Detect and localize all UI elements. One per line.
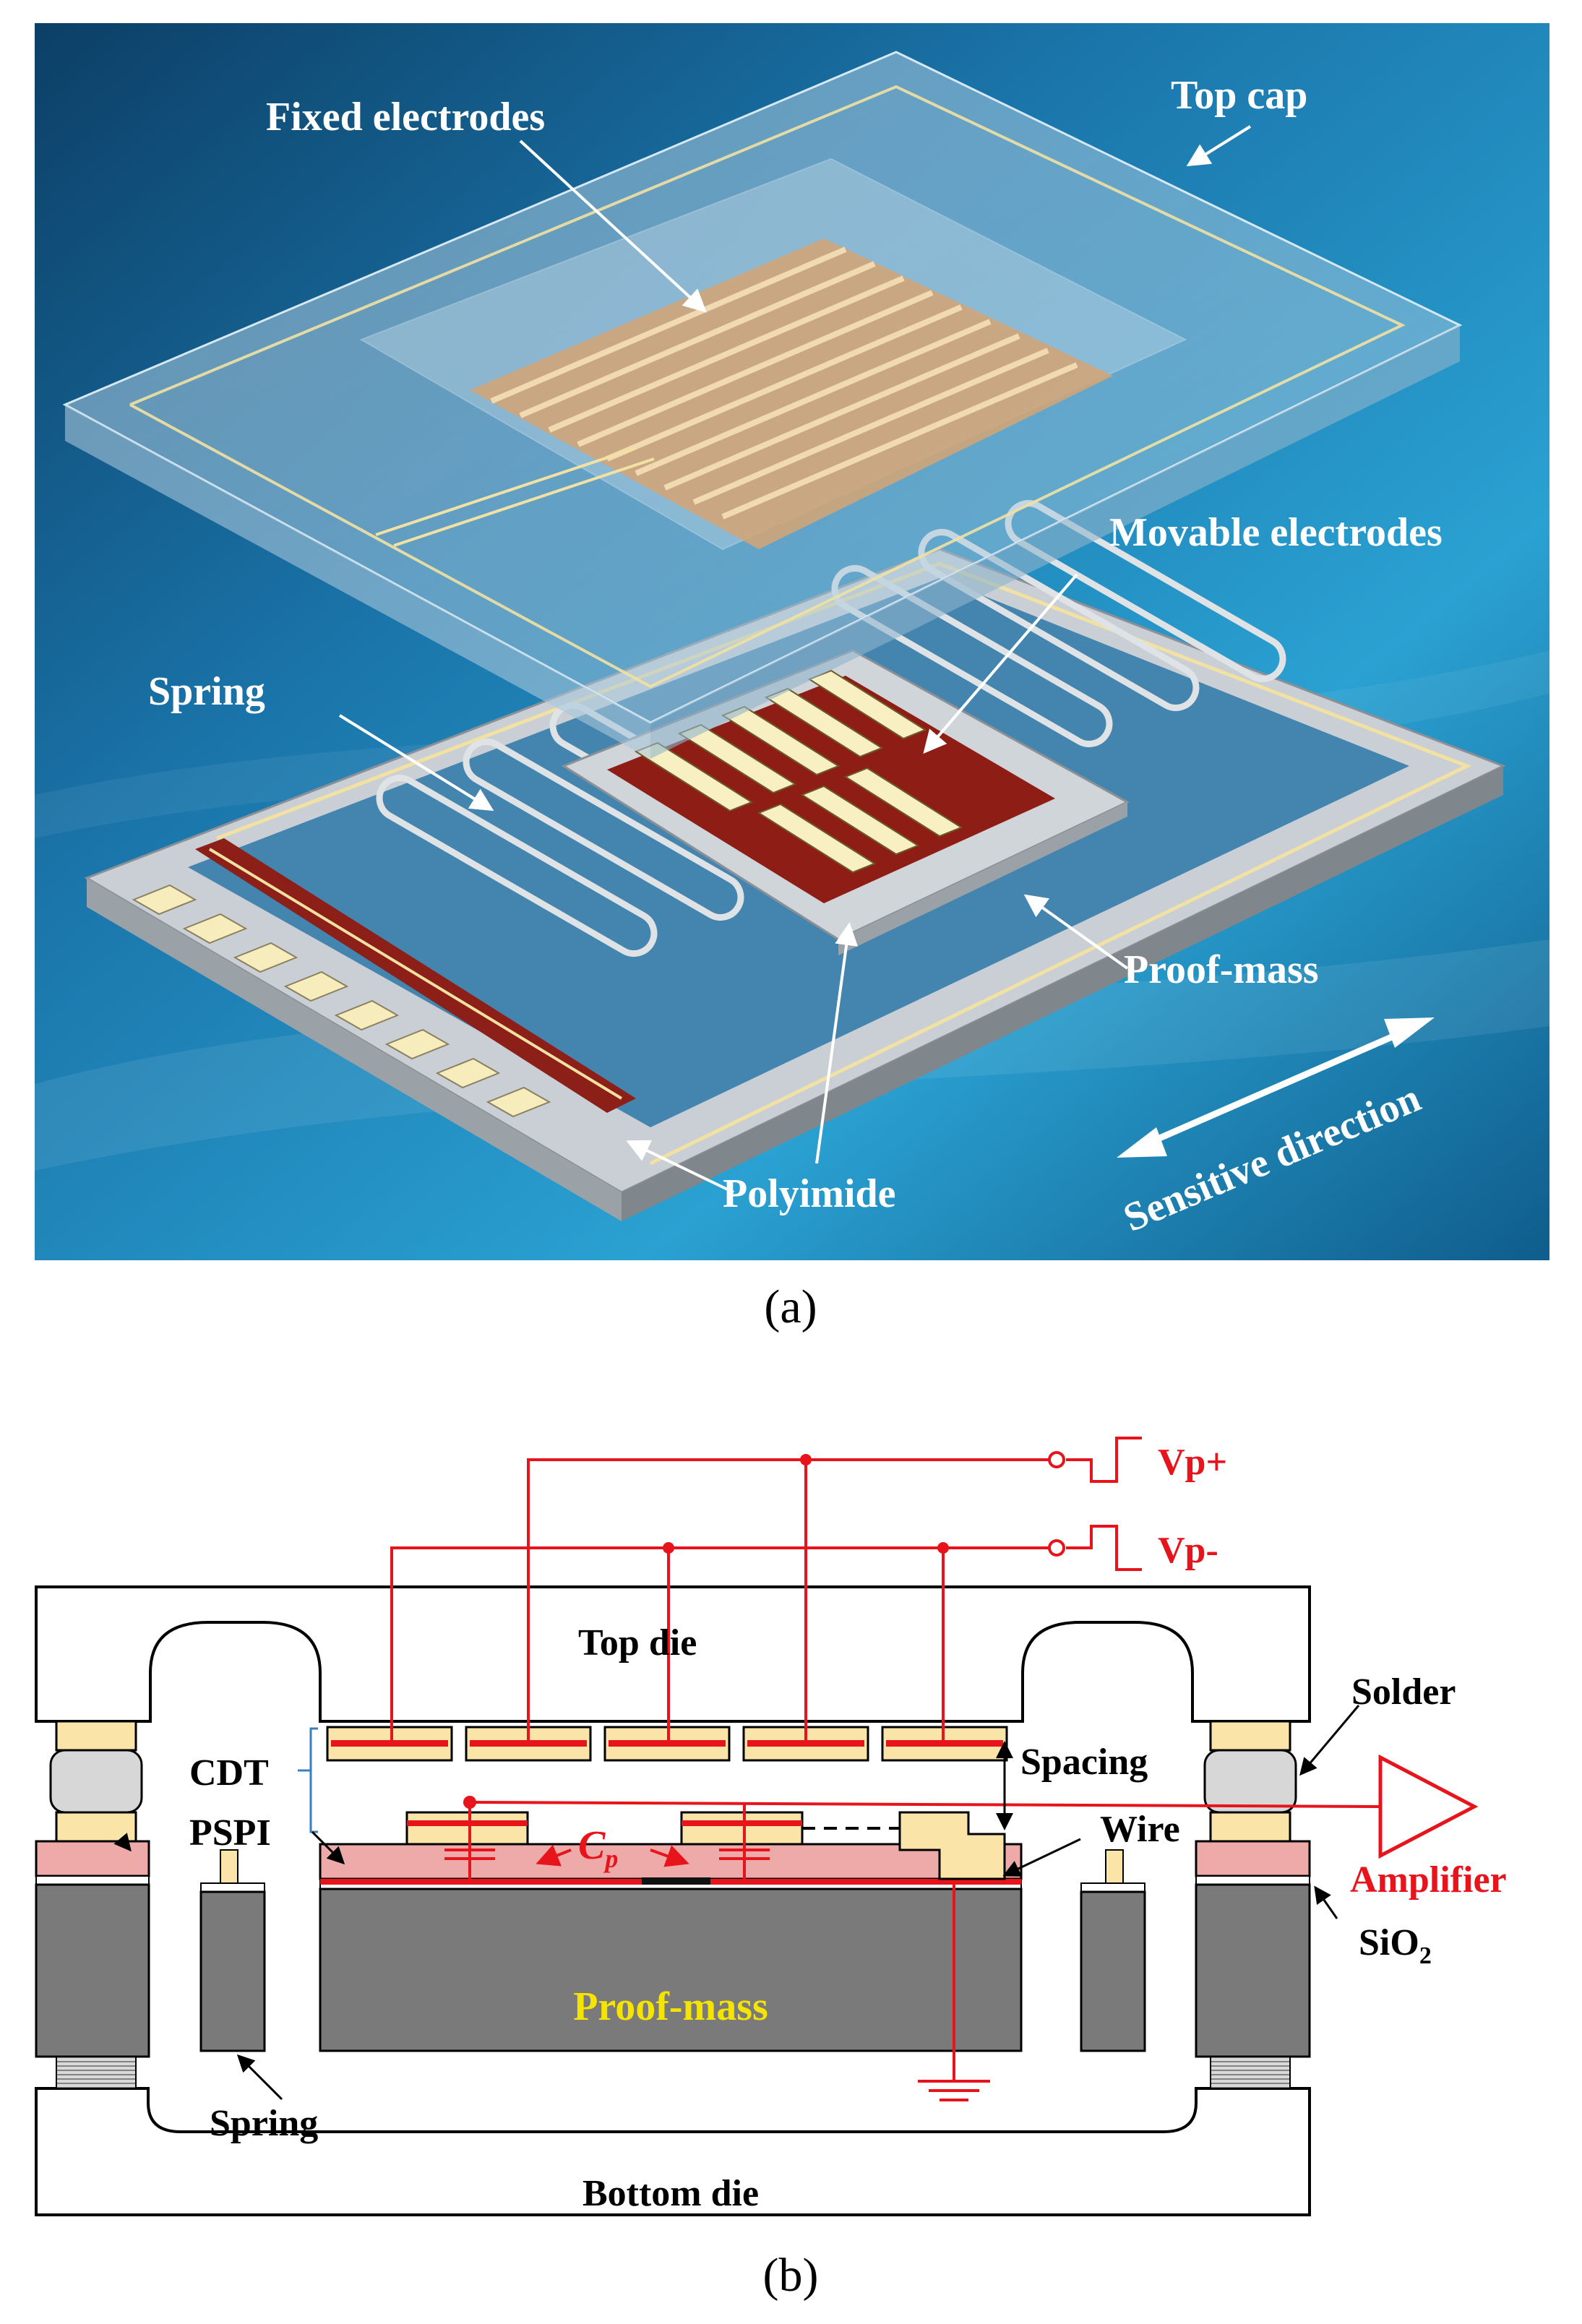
top-die (35, 1585, 1311, 1723)
label-pspi: PSPI (189, 1812, 271, 1854)
top-cap (62, 51, 1463, 759)
fixed-electrode-fingers (375, 238, 1113, 549)
left-pillar (35, 1720, 150, 2089)
label-cdt: CDT (189, 1752, 269, 1794)
circuit-wiring (390, 1437, 1479, 2101)
label-bottom-die: Bottom die (582, 2173, 759, 2214)
panel-b-leaders (113, 1705, 1360, 2101)
panel-a-leaders (338, 125, 1252, 1194)
label-proof-mass-b: Proof-mass (573, 1984, 768, 2029)
label-spring-b: Spring (210, 2103, 318, 2144)
bottom-die (35, 2087, 1311, 2216)
label-proof-mass-a: Proof-mass (1124, 947, 1319, 992)
label-top-cap: Top cap (1171, 73, 1307, 118)
circuit-nodes (463, 1451, 1065, 1809)
label-fixed-electrodes: Fixed electrodes (266, 95, 545, 139)
label-polyimide: Polyimide (723, 1171, 896, 1216)
spring-beams (199, 1849, 1146, 2052)
bond-pads (132, 884, 551, 1118)
label-top-die: Top die (578, 1622, 697, 1664)
label-vp-minus: Vp- (1158, 1530, 1218, 1571)
bottom-plate (84, 500, 1506, 1221)
panel-b-cross-section: Vp+ Vp- Top die Solder CDT PSPI Spacing … (35, 1437, 1507, 2216)
label-vp-plus: Vp+ (1158, 1442, 1227, 1483)
label-amplifier: Amplifier (1350, 1859, 1507, 1901)
sensitive-direction-arrow (1117, 1017, 1435, 1158)
label-solder: Solder (1351, 1671, 1456, 1713)
label-spacing: Spacing (1020, 1742, 1148, 1783)
caption-a: (a) (764, 1281, 817, 1333)
label-movable-electrodes: Movable electrodes (1109, 510, 1443, 555)
label-sio2: SiO2 (1359, 1922, 1432, 1969)
movable-electrode-bars (634, 669, 963, 874)
caption-b: (b) (763, 2249, 819, 2302)
label-spring-a: Spring (148, 669, 265, 714)
panel-a-render: Fixed electrodes Top cap Movable electro… (35, 23, 1549, 1260)
label-cp: Cp (578, 1823, 618, 1873)
right-pillar (1195, 1720, 1311, 2089)
label-wire: Wire (1100, 1809, 1180, 1850)
